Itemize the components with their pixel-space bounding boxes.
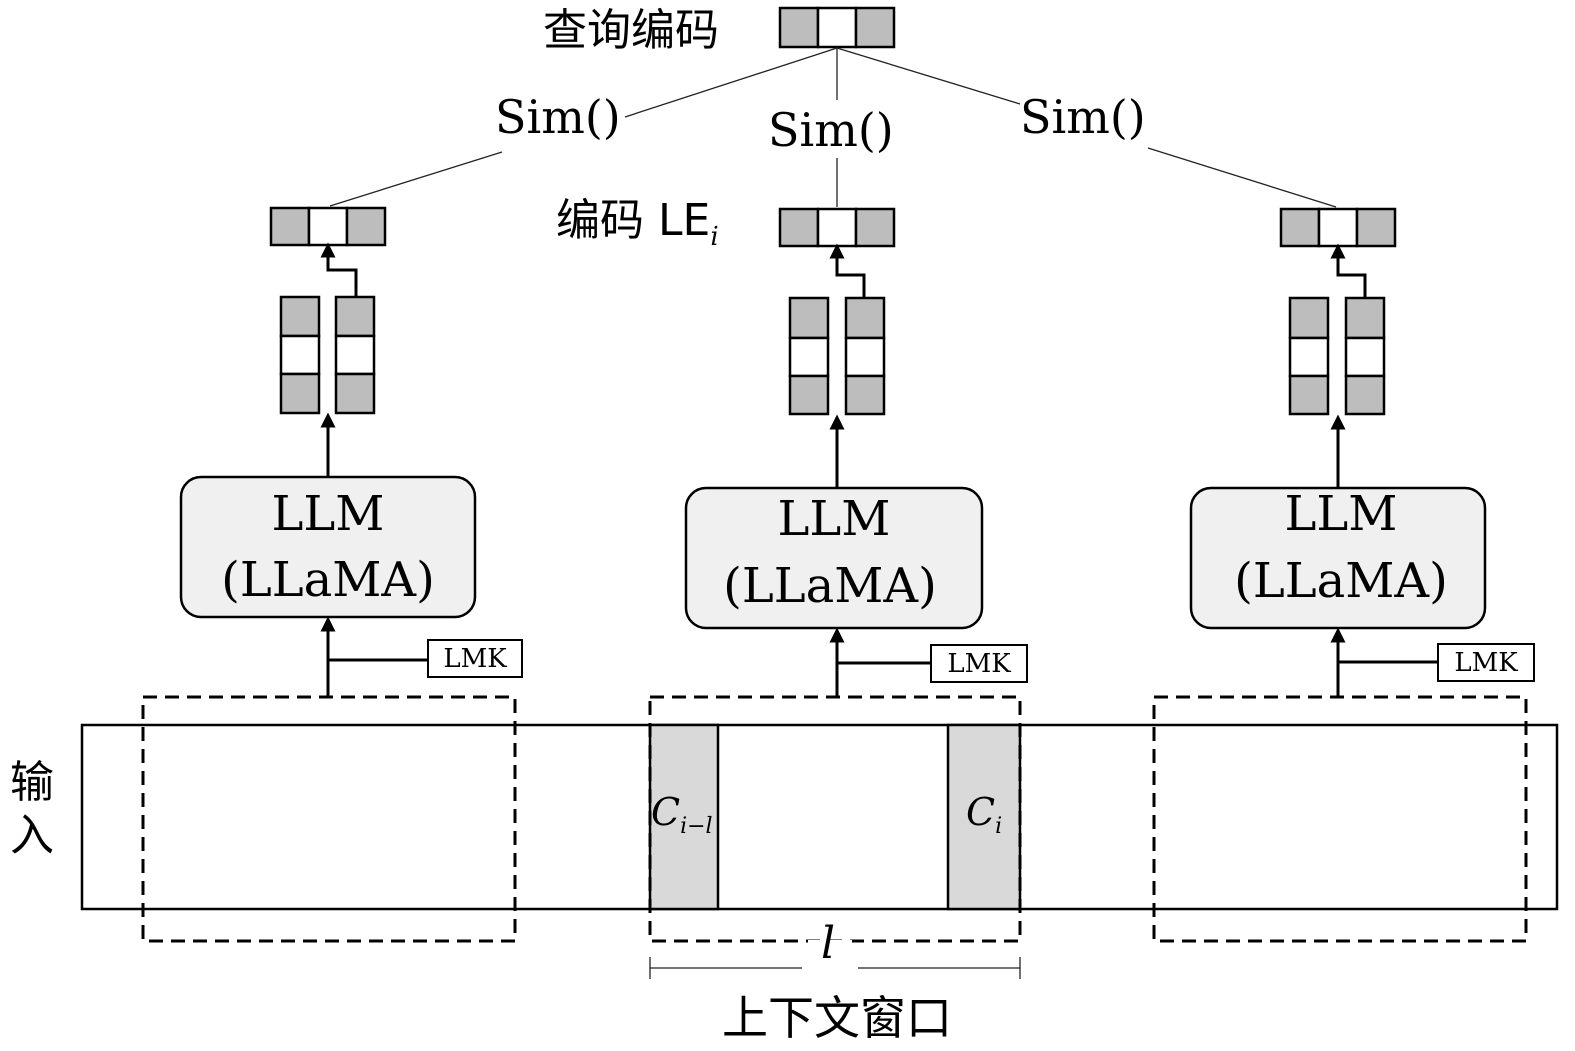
sim-label-left: Sim() bbox=[495, 90, 621, 144]
encoding-vector-right bbox=[1279, 207, 1397, 248]
hidden-states-left bbox=[279, 295, 376, 415]
svg-text:LMK: LMK bbox=[443, 644, 507, 674]
lmk-token-center: LMK bbox=[930, 644, 1028, 683]
pool-arrow-center bbox=[829, 243, 866, 297]
sim-label-center: Sim() bbox=[768, 103, 894, 157]
llm-subtitle-center: (LLaMA) bbox=[723, 558, 937, 614]
chunk-current: Ci bbox=[946, 723, 1022, 911]
llm-subtitle-left: (LLaMA) bbox=[221, 552, 435, 608]
svg-text:LMK: LMK bbox=[947, 649, 1011, 679]
llm-box-center: LLM (LLaMA) bbox=[684, 486, 984, 630]
input-label-bottom: 入 bbox=[10, 810, 54, 861]
sim-label-right: Sim() bbox=[1020, 90, 1146, 144]
context-window-left bbox=[141, 695, 517, 943]
pool-arrow-right bbox=[1330, 243, 1367, 297]
llm-box-left: LLM (LLaMA) bbox=[179, 475, 477, 619]
llm-title-right: LLM bbox=[1285, 486, 1398, 542]
llm-box-right: LLM (LLaMA) bbox=[1189, 486, 1487, 630]
encoding-vector-center bbox=[778, 207, 896, 248]
hidden-states-right bbox=[1288, 296, 1386, 416]
llm-title-left: LLM bbox=[272, 486, 385, 542]
input-sequence-bar bbox=[80, 723, 1559, 911]
window-length-indicator: l bbox=[649, 918, 1021, 979]
hidden-states-center bbox=[788, 296, 886, 416]
input-label-top: 输 bbox=[10, 757, 54, 808]
encoding-vector-left bbox=[269, 206, 387, 247]
lmk-token-right: LMK bbox=[1437, 643, 1535, 682]
context-window-right bbox=[1152, 695, 1528, 943]
query-label: 查询编码 bbox=[543, 5, 719, 56]
svg-text:Ci−l: Ci−l bbox=[651, 790, 713, 839]
lmk-token-left: LMK bbox=[427, 639, 523, 678]
encoding-label: 编码 LEi bbox=[556, 195, 719, 252]
llm-subtitle-right: (LLaMA) bbox=[1234, 553, 1448, 609]
window-length-label: l bbox=[821, 918, 835, 969]
context-window-label: 上下文窗口 bbox=[722, 991, 952, 1045]
chunk-prev: Ci−l bbox=[648, 723, 720, 911]
llm-title-center: LLM bbox=[778, 491, 891, 547]
svg-text:LMK: LMK bbox=[1454, 648, 1518, 678]
pool-arrow-left bbox=[320, 242, 358, 297]
query-vector bbox=[778, 6, 896, 49]
svg-text:Ci: Ci bbox=[966, 790, 1002, 839]
similarity-connectors bbox=[329, 47, 1337, 208]
